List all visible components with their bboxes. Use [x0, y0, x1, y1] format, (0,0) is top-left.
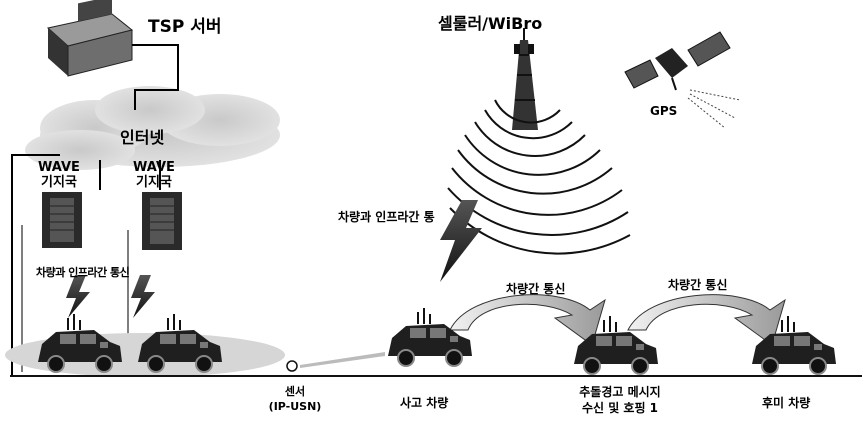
wave-station-1-line1: WAVE — [38, 160, 80, 175]
tsp-server-label: TSP 서버 — [148, 17, 222, 37]
v2v-label-2: 차량간 통신 — [668, 278, 728, 292]
warning-label-line1: 추돌경고 메시지 — [579, 385, 661, 399]
internet-cloud — [25, 86, 280, 170]
v2i-cellular-label: 차량과 인프라간 통 — [338, 210, 435, 224]
lightning-icon — [440, 200, 482, 282]
sensor-label-line2: (IP-USN) — [268, 400, 322, 413]
vehicle-icon — [573, 315, 659, 375]
sensor-label-line1: 센서 — [284, 385, 306, 398]
internet-label: 인터넷 — [120, 128, 165, 147]
wave-station-1-line2: 기지국 — [41, 175, 77, 190]
accident-vehicle-label: 사고 차량 — [400, 396, 449, 410]
vehicle-icon — [137, 313, 223, 373]
sensor-icon — [286, 352, 385, 372]
wave-station-1-label: WAVE 기지국 — [32, 160, 86, 190]
radio-waves — [447, 99, 631, 255]
vehicle-icon — [751, 315, 837, 375]
v2v-arrow-2 — [627, 294, 786, 346]
wave-base-station-1 — [42, 192, 82, 248]
warning-label: 추돌경고 메시지 수신 및 호핑 1 — [560, 384, 680, 416]
lightning-icon — [66, 275, 90, 318]
gps-label: GPS — [650, 104, 678, 118]
server-icon — [46, 0, 134, 77]
v2i-wave-label: 차량과 인프라간 통신 — [36, 266, 130, 279]
cellular-label: 셀룰러/WiBro — [438, 14, 543, 33]
sensor-label: 센서 (IP-USN) — [258, 384, 332, 414]
wave-station-2-line2: 기지국 — [136, 175, 172, 190]
lightning-icon — [131, 275, 155, 318]
v2v-label-1: 차량간 통신 — [506, 282, 566, 296]
wave-station-2-line1: WAVE — [133, 160, 175, 175]
warning-label-line2: 수신 및 호핑 1 — [581, 401, 659, 415]
wave-station-2-label: WAVE 기지국 — [127, 160, 181, 190]
rear-vehicle-label: 후미 차량 — [762, 396, 811, 410]
cell-tower-icon — [512, 28, 538, 130]
v2v-arrow-1 — [449, 294, 606, 346]
satellite-icon — [624, 31, 731, 91]
wave-base-station-2 — [142, 192, 182, 250]
vehicle-icon — [387, 307, 473, 367]
vehicle-icon — [37, 313, 123, 373]
